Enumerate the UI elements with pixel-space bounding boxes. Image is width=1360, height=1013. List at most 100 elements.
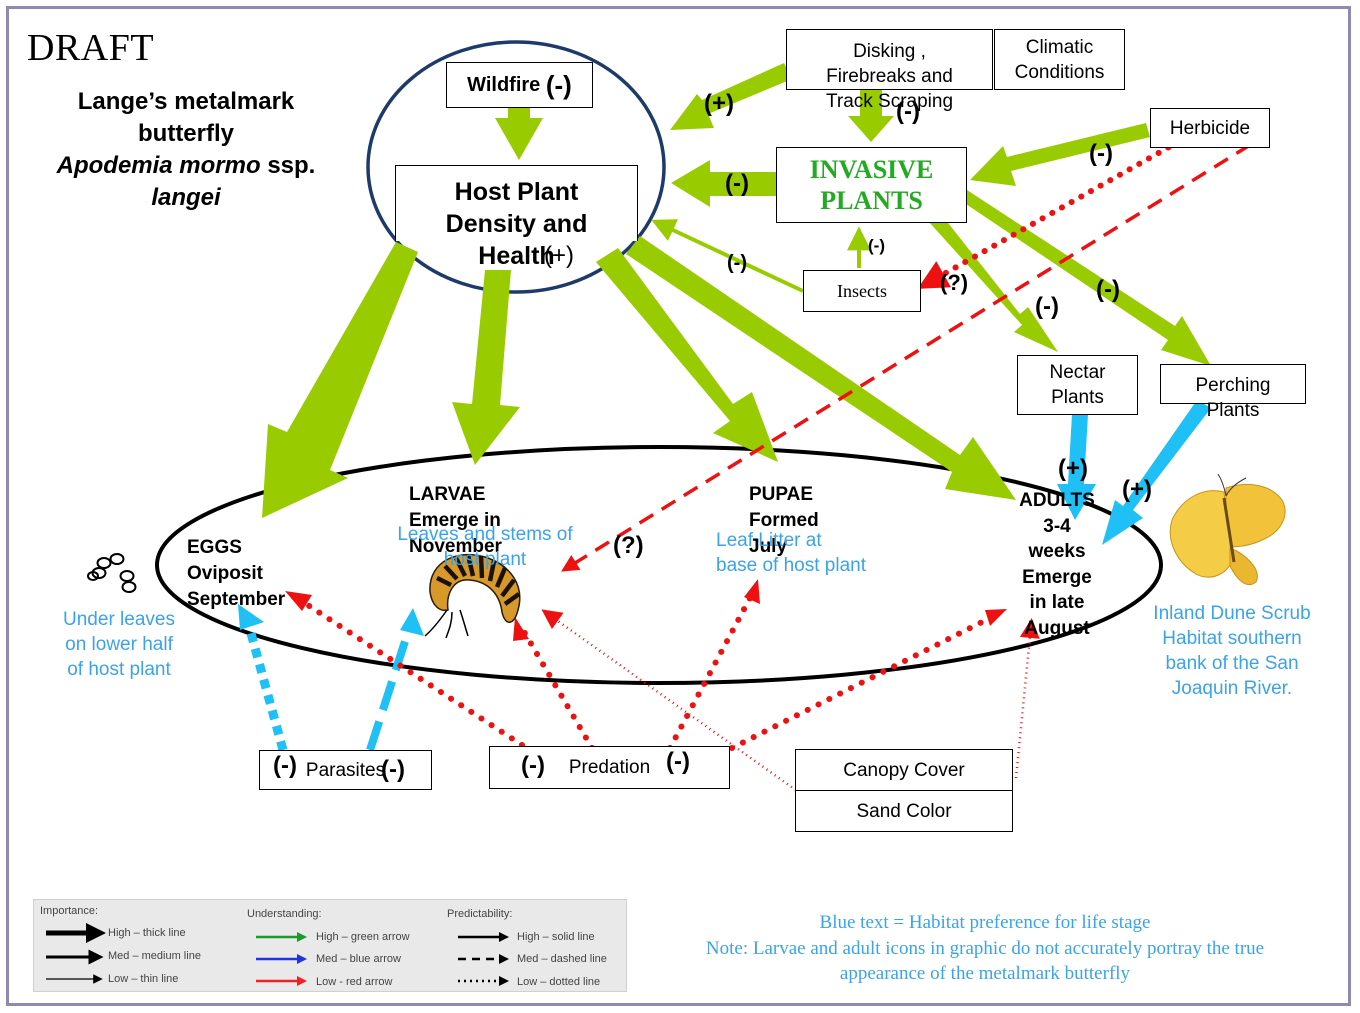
page-frame [6,6,1351,1006]
legend-symbols [46,923,509,986]
arrow-parasites-larvae [366,630,412,752]
habitat-eggs: Under leaves on lower half of host plant [63,609,175,680]
arrowhead-pred-larvae [513,617,529,641]
nectar-plants-box: Nectar Plants [1017,355,1138,415]
host-plant-label: Host Plant Density and Health [445,178,588,270]
note-blue-text: Blue text = Habitat preference for life … [819,912,1151,933]
sign-perching-adults: (+) [1122,476,1152,503]
legend-importance-med: Med – medium line [108,950,201,962]
arrow-host-larvae [452,270,520,465]
arrowhead-parasites-eggs [238,604,264,630]
arrow-predation-eggs [297,597,525,748]
arrow-canopy-adults [1014,618,1040,779]
habitat-larvae: Leaves and stems of host plant [397,524,573,570]
perching-plants-label: Perching Plants [1195,375,1271,421]
canopy-cover-label: Canopy Cover [843,759,965,781]
legend-understanding-high: High – green arrow [316,931,410,943]
sign-predation-left: (-) [521,752,545,779]
host-plant-box: Host Plant Density and Health [395,165,638,270]
legend-understanding-low: Low - red arrow [316,976,393,988]
notes: Blue text = Habitat preference for life … [650,910,1320,987]
invasive-plants-label: INVASIVE PLANTS [809,155,934,215]
eggs-icon [87,553,137,593]
draft-watermark: DRAFT [27,27,155,69]
sign-herbicide-larvae: (?) [613,532,644,559]
legend-understanding-title: Understanding: [247,908,322,920]
legend-predictability-med: Med – dashed line [517,953,607,965]
species-line3: Apodemia mormo ssp. [30,150,342,182]
species-line2: butterfly [138,120,234,147]
arrow-invasive-nectar [929,214,1058,352]
parasites-box: Parasites [259,750,432,790]
arrow-herbicide-invasive [970,123,1150,186]
legend-importance-title: Importance: [40,905,99,917]
climatic-label: Climatic Conditions [1014,36,1105,83]
arrowhead-pred-pupae [744,579,760,604]
disking-label: Disking , Firebreaks and Track Scraping [825,41,954,112]
arrow-host-pupae [596,248,778,462]
canopy-cover-box: Canopy Cover [795,749,1013,791]
sign-invasive-perching: (-) [1096,276,1120,303]
species-genus: Apodemia mormo [56,152,261,179]
sand-color-label: Sand Color [856,800,952,822]
legend-predictability-high: High – solid line [517,931,595,943]
parasites-label: Parasites [305,759,386,781]
species-ssp: ssp. [260,152,316,179]
sign-disking-invasive: (-) [896,98,920,125]
habitat-adults: Inland Dune Scrub Habitat southern bank … [1153,603,1311,699]
wildfire-box: Wildfire (-) [446,62,593,108]
legend-understanding-med: Med – blue arrow [316,953,401,965]
larva-icon [424,553,521,639]
disking-box: Disking , Firebreaks and Track Scraping [786,29,993,112]
arrow-insects-host [651,219,804,293]
host-plant-oval [366,40,666,294]
sign-disking-host: (+) [704,90,734,117]
sign-parasites-left: (-) [273,752,297,779]
arrowhead-pred-eggs [285,591,312,611]
herbicide-label: Herbicide [1169,117,1251,139]
arrow-herbicide-larvae [561,143,1251,572]
climatic-box: Climatic Conditions [994,29,1125,90]
sign-herbicide-insects: (?) [940,270,969,295]
sign-predation-right: (-) [666,748,690,775]
legend-importance-low: Low – thin line [108,973,179,985]
arrow-invasive-perching [960,190,1211,366]
stage-eggs: EGGS Oviposit September [187,537,286,610]
arrow-invasive-host [671,160,778,207]
arrowhead-parasites-larvae [400,608,424,636]
sign-parasites-right: (-) [381,756,405,783]
nectar-plants-label: Nectar Plants [1049,362,1106,408]
insects-label: Insects [837,280,887,301]
host-plant-sign: (+) [544,242,574,269]
legend-predictability-title: Predictability: [447,908,513,920]
legend: Importance: Understanding: Predictabilit… [33,899,627,992]
herbicide-box: Herbicide [1150,108,1270,148]
life-cycle-ellipse [155,445,1163,685]
arrow-disking-host [670,63,792,130]
butterfly-icon [1169,473,1286,586]
stage-pupae: PUPAE Formed July [749,484,819,557]
arrow-disking-invasive [848,84,894,142]
legend-predictability-low: Low – dotted line [517,976,601,988]
sign-invasive-nectar: (-) [1035,293,1059,320]
invasive-plants-box: INVASIVE PLANTS [776,147,967,223]
note-icons-line2: appearance of the metalmark butterfly [839,963,1131,984]
species-subspecies: langei [151,184,221,211]
species-line4: langei [30,182,342,214]
sign-insects-invasive: (-) [868,236,885,255]
legend-importance-high: High – thick line [108,927,186,939]
perching-plants-box: Perching Plants [1160,364,1306,421]
arrow-host-eggs [262,242,418,518]
predation-box: Predation [489,746,730,789]
arrow-parasites-eggs [244,624,288,752]
arrow-wildfire-host [495,107,543,160]
arrow-host-adults [626,236,1016,500]
insects-box: Insects [803,270,921,312]
stage-adults: ADULTS 3-4 weeks Emerge in late August [1019,490,1095,639]
arrow-predation-pupae [667,595,753,751]
species-line1: Lange’s metalmark [77,88,295,115]
sign-herbicide-invasive: (-) [1089,140,1113,167]
arrow-perching-adults [1102,400,1211,545]
